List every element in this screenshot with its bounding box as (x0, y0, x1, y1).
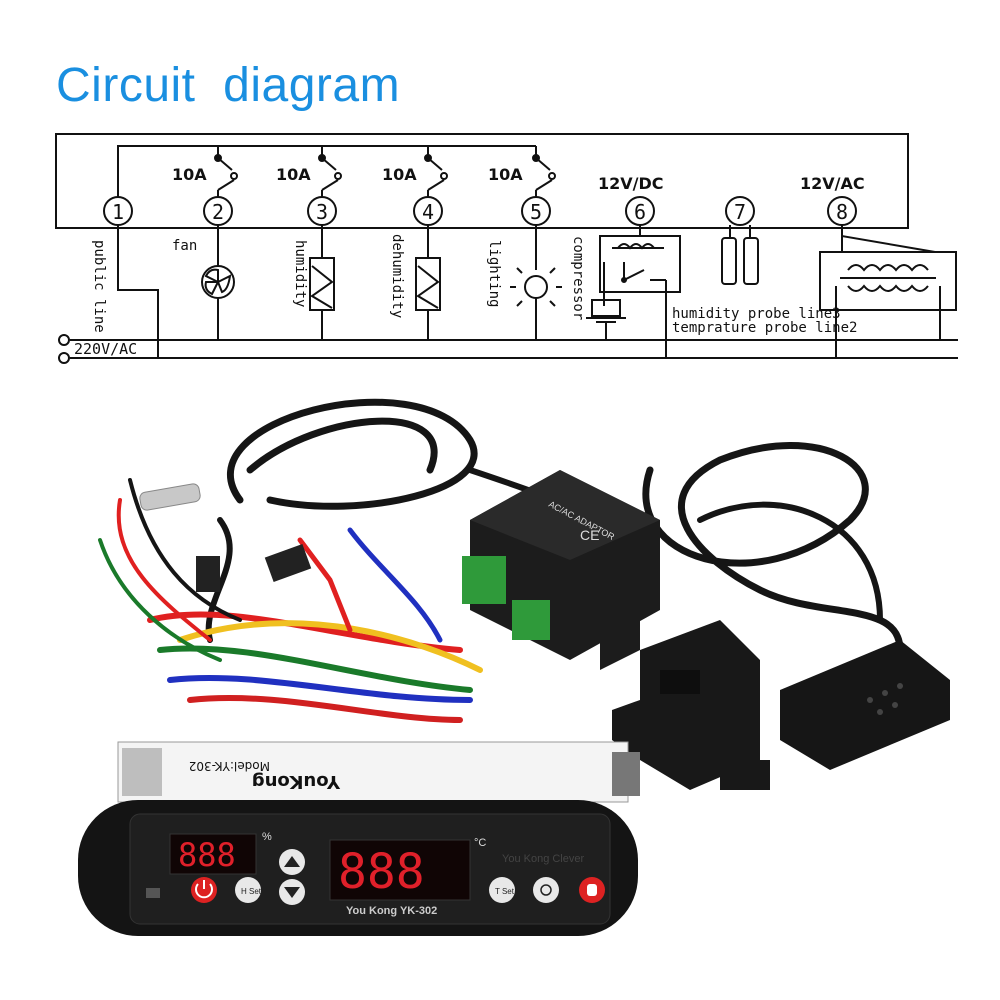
terminal-7 (725, 196, 755, 226)
circuit-text: 1 2 3 4 5 6 7 8 10A 10A 10A 10A 12V/DC 1… (74, 165, 865, 358)
power-icon (195, 883, 213, 899)
power-button[interactable] (191, 877, 217, 903)
connector-a (196, 556, 220, 592)
model-sticker: Model:YK-302 (189, 759, 270, 773)
down-button[interactable] (279, 879, 305, 905)
temp-unit: °C (474, 837, 486, 849)
arrow-down-icon (284, 887, 300, 898)
rating-6: 12V/DC (598, 174, 664, 193)
rating-3: 10A (276, 165, 311, 184)
brand-sticker: YouKong (252, 771, 341, 792)
label-lighting: lighting (486, 240, 502, 307)
controller-frame (55, 133, 909, 229)
humidity-display-digits: 888 (178, 836, 236, 874)
panel-label: You Kong YK-302 (346, 905, 437, 917)
ce-mark: CE (580, 527, 599, 543)
humidity-set-button[interactable]: H Set (235, 877, 262, 903)
faded-brand: You Kong Clever (502, 853, 584, 865)
transformer-lead (841, 225, 936, 253)
transformer-box (819, 251, 957, 311)
humidity-display (169, 833, 257, 875)
diagram-title: Circuit diagram (56, 59, 401, 112)
rating-4: 10A (382, 165, 417, 184)
relay-switch-3 (318, 146, 342, 198)
terminal-number-4: 4 (422, 200, 434, 224)
label-public-line: public line (91, 240, 107, 333)
terminal-number-6: 6 (634, 200, 646, 224)
terminal-number-1: 1 (112, 200, 124, 224)
terminal-number-5: 5 (530, 200, 542, 224)
humidity-unit: % (262, 831, 272, 843)
supply-terminal-a (58, 334, 70, 346)
public-line-wire (117, 224, 159, 358)
label-humidity: humidity (292, 240, 308, 307)
cable-bundle (98, 398, 904, 723)
relay-switch-2 (214, 146, 238, 198)
connector-b (264, 543, 312, 583)
product-photo: AC/AC ADAPTOR CE YouKong Model:YK-302 (78, 398, 950, 936)
terminal-number-3: 3 (316, 200, 328, 224)
probe-humidity-icon (721, 237, 737, 285)
terminal-number-2: 2 (212, 200, 224, 224)
humidity-sensor (780, 640, 950, 770)
compressor-icon (586, 299, 626, 323)
relay-switch-5 (532, 146, 556, 198)
hand-button[interactable] (579, 877, 605, 903)
compressor-relay-box (599, 235, 681, 293)
terminal-1 (103, 196, 133, 226)
terminal-number-8: 8 (836, 200, 848, 224)
hand-icon (587, 884, 597, 896)
temperature-display (329, 839, 471, 901)
ac-adapter: AC/AC ADAPTOR CE (462, 470, 660, 670)
arrow-up-icon (284, 856, 300, 867)
terminal-number-7: 7 (734, 200, 746, 224)
terminal-block-left (462, 556, 506, 604)
label-fan: fan (172, 238, 197, 254)
relay-switch-4 (424, 146, 448, 198)
svg-text:T Set: T Set (495, 887, 515, 896)
label-supply: 220V/AC (74, 340, 137, 358)
up-button[interactable] (279, 849, 305, 875)
controller-label-sticker (117, 741, 629, 803)
label-probe-humidity: humidity probe line3 (672, 306, 841, 322)
temperature-display-digits: 888 (338, 844, 425, 900)
label-probe-temperature: temprature probe line2 (672, 320, 857, 336)
light-button[interactable] (533, 877, 559, 903)
circuit-diagram (55, 133, 958, 364)
supply-terminal-b (58, 352, 70, 364)
rating-5: 10A (488, 165, 523, 184)
common-bus (117, 145, 536, 198)
relay-module (612, 620, 770, 790)
rating-2: 10A (172, 165, 207, 184)
terminal-block-right (512, 600, 550, 640)
label-dehumidity: dehumidity (389, 234, 405, 318)
svg-text:H Set: H Set (241, 887, 262, 896)
temperature-probe (139, 483, 201, 511)
rating-8: 12V/AC (800, 174, 865, 193)
label-compressor: compressor (570, 236, 586, 320)
controller-unit: YouKong Model:YK-302 888 % 888 °C You Ko… (78, 741, 640, 936)
sun-icon (540, 884, 552, 896)
indicator-led (146, 888, 160, 898)
temp-set-button[interactable]: T Set (489, 877, 515, 903)
probe-temperature-icon (743, 237, 759, 285)
